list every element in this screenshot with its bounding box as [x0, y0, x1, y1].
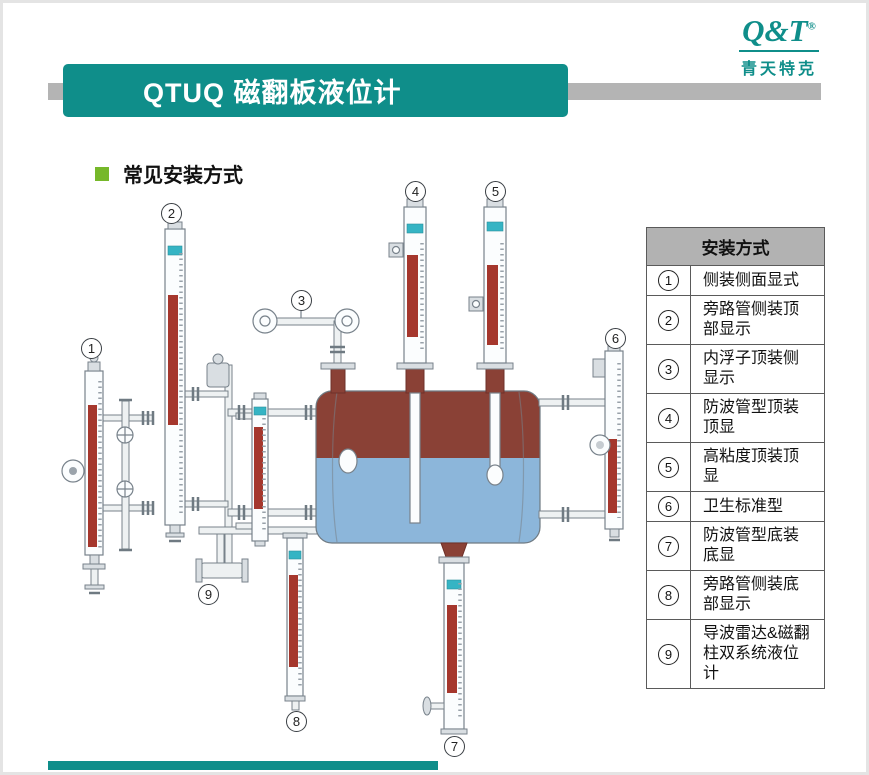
- gauge-mid-bypass: [251, 392, 269, 547]
- gauge-6-sanitary: [538, 343, 624, 542]
- brand-name: 青天特克: [740, 60, 817, 78]
- row-number-cell: 7: [646, 521, 691, 571]
- diagram-callout-2: 2: [161, 203, 182, 224]
- row-label: 旁路管侧装顶部显示: [690, 295, 825, 345]
- logo-qt: Q&T: [742, 13, 808, 48]
- table-row: 8 旁路管侧装底部显示: [646, 570, 825, 620]
- diagram-callout-9: 9: [198, 584, 219, 605]
- section-title: 常见安装方式: [123, 165, 243, 187]
- row-number: 1: [658, 270, 679, 291]
- table-header: 安装方式: [646, 227, 825, 266]
- row-label: 卫生标准型: [690, 491, 825, 522]
- row-number-cell: 6: [646, 491, 691, 522]
- row-number: 4: [658, 407, 679, 429]
- table-row: 6 卫生标准型: [646, 491, 825, 522]
- diagram-callout-1: 1: [81, 338, 102, 359]
- logo-text: Q&T®: [729, 13, 829, 48]
- row-number-cell: 9: [646, 619, 691, 689]
- table-row: 7 防波管型底装底显: [646, 521, 825, 571]
- row-label: 导波雷达&磁翻柱双系统液位计: [690, 619, 825, 689]
- gauge-7-bottom-mount: [422, 556, 470, 735]
- radar-dual-system-9: [195, 558, 249, 583]
- row-label: 高粘度顶装顶显: [690, 442, 825, 492]
- row-label: 侧装侧面显式: [690, 265, 825, 296]
- row-number: 3: [658, 358, 679, 380]
- row-number-cell: 1: [646, 265, 691, 296]
- section-bullet-icon: [95, 166, 109, 181]
- installation-table: 安装方式 1 侧装侧面显式 2 旁路管侧装顶部显示 3 内浮子顶装侧显示 4 防…: [646, 227, 825, 689]
- footer-accent-bar: [48, 761, 438, 770]
- row-number: 2: [658, 309, 679, 331]
- table-header-row: 安装方式: [646, 227, 825, 266]
- table-row: 3 内浮子顶装侧显示: [646, 344, 825, 394]
- diagram-callout-8: 8: [286, 711, 307, 732]
- table-row: 5 高粘度顶装顶显: [646, 442, 825, 492]
- table-row: 2 旁路管侧装顶部显示: [646, 295, 825, 345]
- gauge-8-bypass-bottom-display: [282, 532, 308, 711]
- installation-diagram: [61, 198, 624, 735]
- gauge-2-bypass-top-display: [164, 221, 186, 543]
- row-number: 7: [658, 535, 679, 557]
- row-number-cell: 3: [646, 344, 691, 394]
- tank-vessel: [315, 362, 541, 558]
- row-label: 防波管型底装底显: [690, 521, 825, 571]
- diagram-callout-4: 4: [405, 181, 426, 202]
- row-number: 6: [658, 496, 679, 517]
- row-number-cell: 5: [646, 442, 691, 492]
- diagram-callout-3: 3: [291, 290, 312, 311]
- row-number: 5: [658, 456, 679, 478]
- row-number: 9: [658, 643, 679, 665]
- registered-mark: ®: [807, 20, 816, 33]
- diagram-callout-6: 6: [605, 328, 626, 349]
- diagram-callout-5: 5: [485, 181, 506, 202]
- gauge-1-side-mount: [61, 353, 155, 595]
- row-number: 8: [658, 584, 679, 606]
- row-label: 防波管型顶装顶显: [690, 393, 825, 443]
- table-row: 9 导波雷达&磁翻柱双系统液位计: [646, 619, 825, 689]
- table-row: 4 防波管型顶装顶显: [646, 393, 825, 443]
- table-row: 1 侧装侧面显式: [646, 265, 825, 296]
- row-number-cell: 4: [646, 393, 691, 443]
- logo-underline: [739, 49, 819, 52]
- row-label: 旁路管侧装底部显示: [690, 570, 825, 620]
- row-label: 内浮子顶装侧显示: [690, 344, 825, 394]
- gauge-4-stilling-well-top: [388, 198, 427, 364]
- brand-logo: Q&T® 青天特克: [729, 13, 829, 79]
- section-heading: 常见安装方式: [95, 159, 243, 188]
- internal-float-top-mount-3: [252, 308, 360, 370]
- diagram-callout-7: 7: [444, 736, 465, 757]
- row-number-cell: 8: [646, 570, 691, 620]
- row-number-cell: 2: [646, 295, 691, 345]
- gauge-5-high-viscosity-top: [468, 198, 507, 364]
- title-banner: QTUQ 磁翻板液位计: [63, 64, 568, 117]
- page-title: QTUQ 磁翻板液位计: [143, 78, 402, 108]
